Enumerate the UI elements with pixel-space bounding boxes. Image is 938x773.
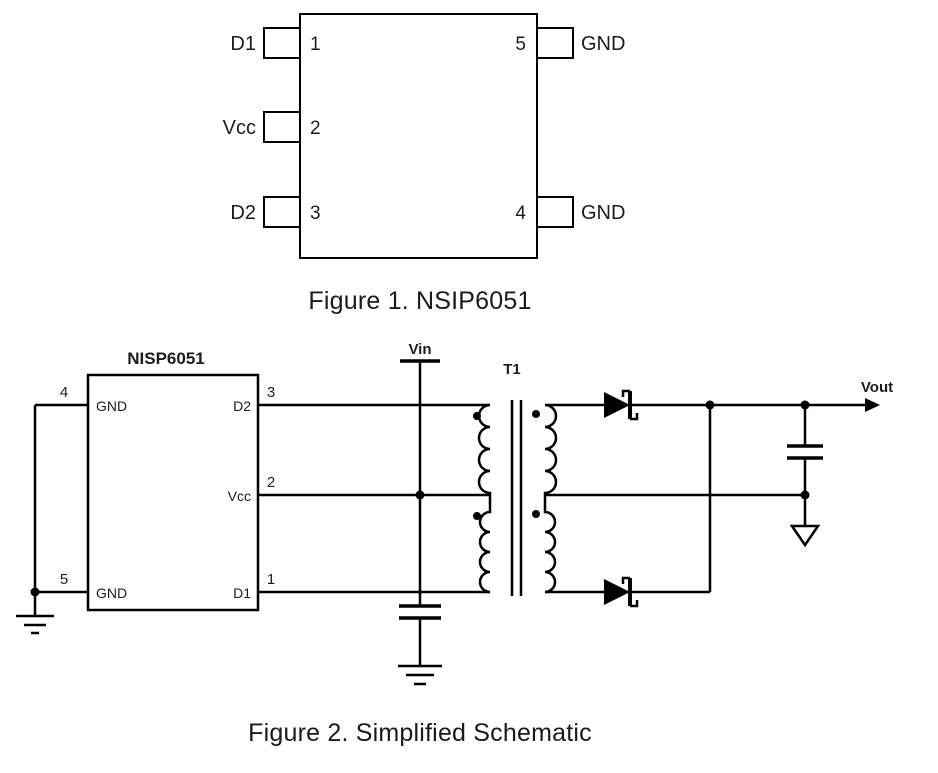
ground-symbol-output-triangle xyxy=(789,524,821,548)
diode-top xyxy=(604,389,639,421)
junction-dot xyxy=(800,400,810,410)
pin2-label: Vcc xyxy=(223,117,256,139)
junction-dot xyxy=(800,490,810,500)
sch-pin5-label: GND xyxy=(96,585,127,601)
pin2-lead xyxy=(263,111,301,143)
vin-label: Vin xyxy=(408,341,431,358)
figure2-caption: Figure 2. Simplified Schematic xyxy=(248,719,592,747)
vout-arrowhead xyxy=(865,398,880,412)
pin5-label: GND xyxy=(581,33,625,55)
transformer-phase-dots xyxy=(473,410,540,520)
phase-dot xyxy=(473,412,481,420)
sch-pin2-number: 2 xyxy=(267,474,275,491)
junction-dot xyxy=(30,587,40,597)
transformer-secondary-winding xyxy=(543,403,558,594)
sch-pin4-label: GND xyxy=(96,398,127,414)
pin4-number: 4 xyxy=(515,203,526,224)
figure1-pinout-diagram: D1 Vcc D2 GND GND 1 2 3 5 4 xyxy=(223,13,625,259)
sch-pin3-label: D2 xyxy=(233,398,251,414)
phase-dot xyxy=(473,512,481,520)
ic-package-body xyxy=(299,13,538,259)
ground-symbol-left xyxy=(16,614,54,635)
ground-symbol-vin xyxy=(398,664,442,686)
pin4-lead xyxy=(536,196,574,228)
junction-dot xyxy=(705,400,715,410)
transformer-primary-winding xyxy=(477,403,492,594)
figure1-caption: Figure 1. NSIP6051 xyxy=(308,287,532,315)
pin3-label: D2 xyxy=(230,202,256,224)
sch-pin3-number: 3 xyxy=(267,384,275,401)
pin1-label: D1 xyxy=(230,33,256,55)
sch-pin4-number: 4 xyxy=(60,384,68,401)
ic-box xyxy=(86,373,260,612)
t1-label: T1 xyxy=(503,361,521,378)
phase-dot xyxy=(532,410,540,418)
pin4-label: GND xyxy=(581,202,625,224)
pin3-lead xyxy=(263,196,301,228)
pin5-number: 5 xyxy=(515,34,526,55)
vout-label: Vout xyxy=(861,379,893,396)
pin1-lead xyxy=(263,27,301,59)
junction-dot xyxy=(415,490,425,500)
ic-title: NISP6051 xyxy=(127,349,205,368)
figure2-schematic: NISP6051 4 5 3 2 1 GND GND D2 Vcc D1 Vin… xyxy=(16,341,893,686)
pin1-number: 1 xyxy=(310,34,321,55)
pin2-number: 2 xyxy=(310,118,321,139)
diode-bottom xyxy=(604,576,639,608)
sch-pin1-label: D1 xyxy=(233,585,251,601)
pin5-lead xyxy=(536,27,574,59)
input-capacitor xyxy=(399,604,441,620)
phase-dot xyxy=(532,510,540,518)
pin3-number: 3 xyxy=(310,203,321,224)
output-capacitor xyxy=(787,444,823,460)
sch-pin2-label: Vcc xyxy=(228,488,251,504)
sch-pin1-number: 1 xyxy=(267,571,275,588)
sch-pin5-number: 5 xyxy=(60,571,68,588)
